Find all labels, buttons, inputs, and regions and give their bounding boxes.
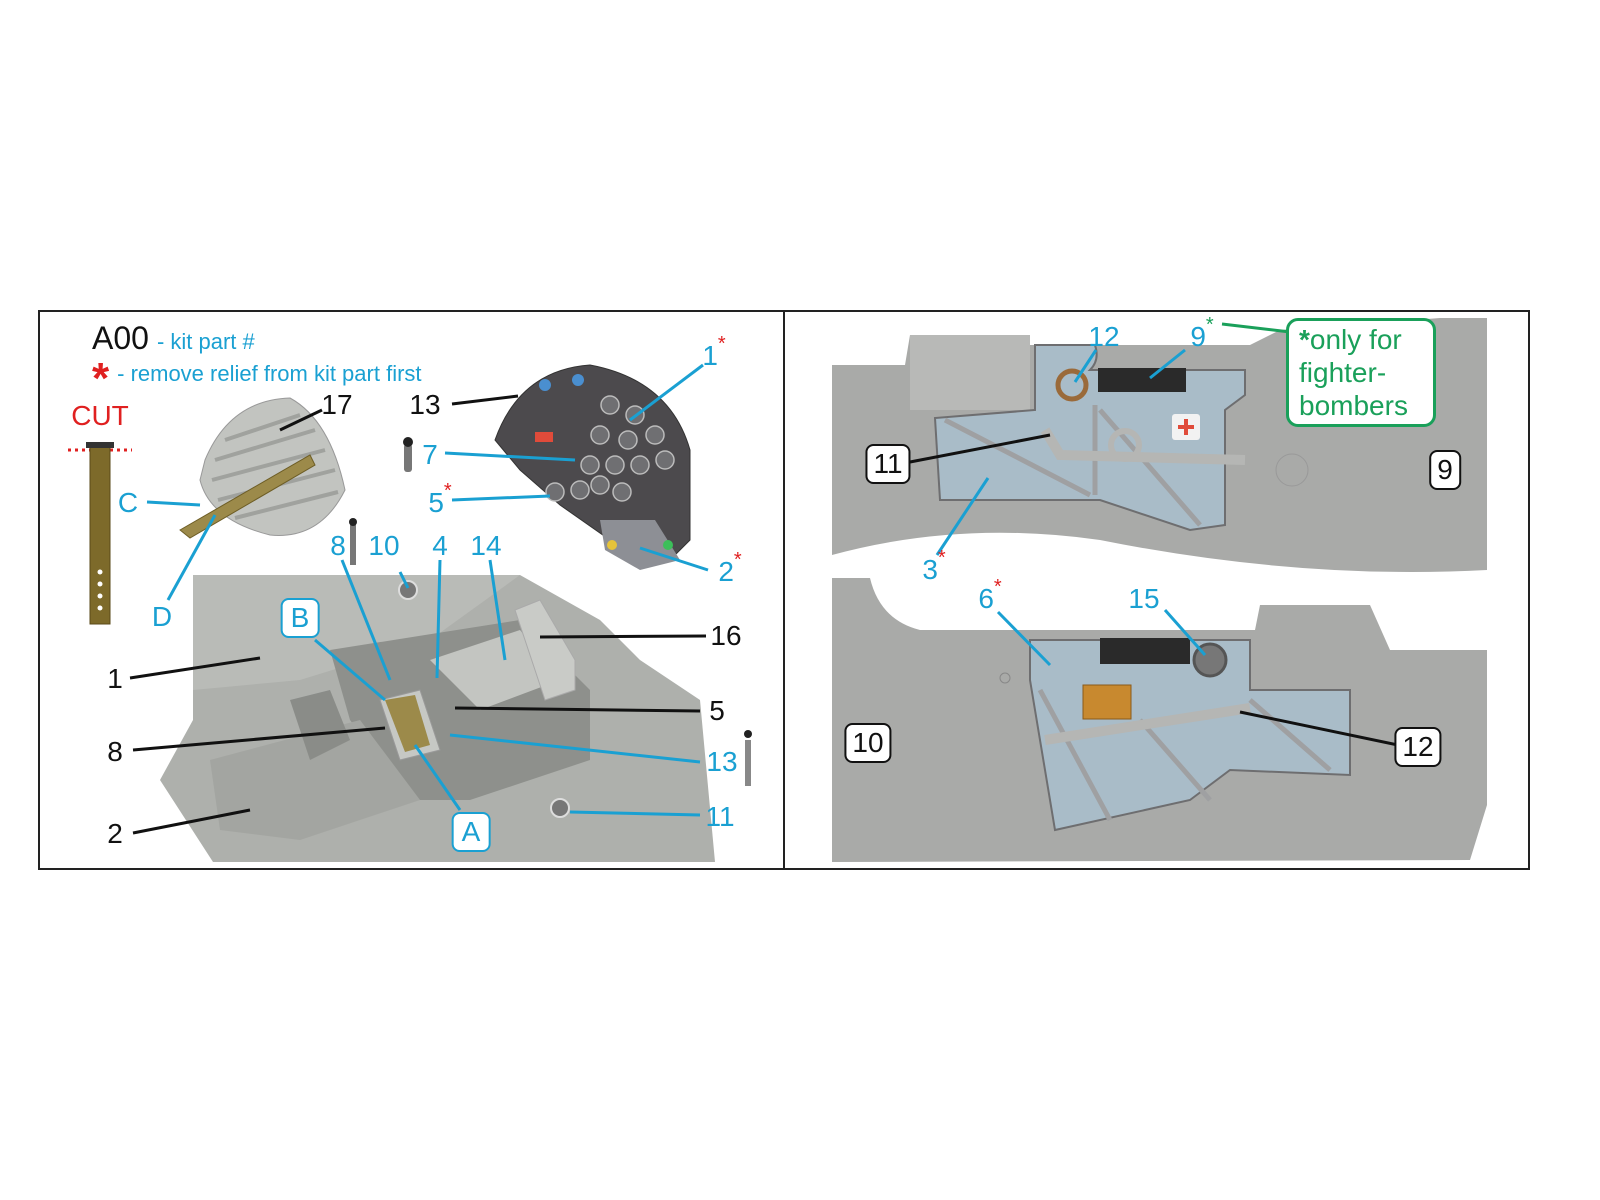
part-13: 13 [409, 389, 441, 420]
part-box-10: 10 [844, 723, 892, 763]
part-17: 17 [321, 389, 353, 420]
label-10: 10 [368, 530, 400, 561]
label-11: 11 [705, 801, 735, 832]
label-9: 9* [1190, 314, 1214, 352]
part-16: 16 [710, 620, 742, 651]
part-box-9: 9 [1429, 450, 1461, 490]
black-callout-lines [129, 394, 1399, 835]
legend-star-desc: - remove relief from kit part first [117, 361, 422, 386]
label-15: 15 [1128, 583, 1160, 614]
part-2: 2 [107, 818, 123, 849]
label-3: 3* [922, 547, 946, 585]
label-2: 2* [718, 549, 742, 587]
legend-star-icon: * [92, 354, 110, 403]
label-14: 14 [470, 530, 502, 561]
label-5: 5* [428, 480, 452, 518]
cockpit-floor-part [160, 575, 715, 862]
label-12: 12 [1088, 321, 1120, 352]
label-A: A [451, 812, 491, 852]
label-B: B [280, 598, 320, 638]
label-7: 7 [422, 439, 438, 470]
part-1: 1 [107, 663, 123, 694]
label-13: 13 [706, 746, 738, 777]
seat-cushion-part [179, 397, 346, 539]
part-8: 8 [107, 736, 123, 767]
part-box-11: 11 [865, 444, 911, 484]
legend-code-desc: - kit part # [156, 329, 255, 354]
cut-label: CUT [71, 400, 129, 431]
label-4: 4 [432, 530, 448, 561]
label-1: 1* [702, 333, 726, 371]
part-box-12: 12 [1394, 727, 1442, 767]
label-6: 6* [978, 576, 1002, 614]
green-callout-line [1221, 322, 1291, 334]
fuselage-side-10 [832, 578, 1487, 862]
note-text: only for fighter-bombers [1299, 324, 1408, 421]
legend-code-example: A00 [92, 320, 149, 356]
label-8: 8 [330, 530, 346, 561]
fighter-bomber-note: *only for fighter-bombers [1286, 318, 1436, 427]
note-star-icon: * [1299, 324, 1310, 355]
legend: A00 - kit part # * - remove relief from ki… [92, 320, 422, 403]
blue-callout-lines [146, 348, 1207, 817]
label-D: D [151, 601, 173, 632]
lever-part [404, 444, 412, 472]
part-5: 5 [709, 695, 725, 726]
label-C: C [117, 487, 139, 518]
